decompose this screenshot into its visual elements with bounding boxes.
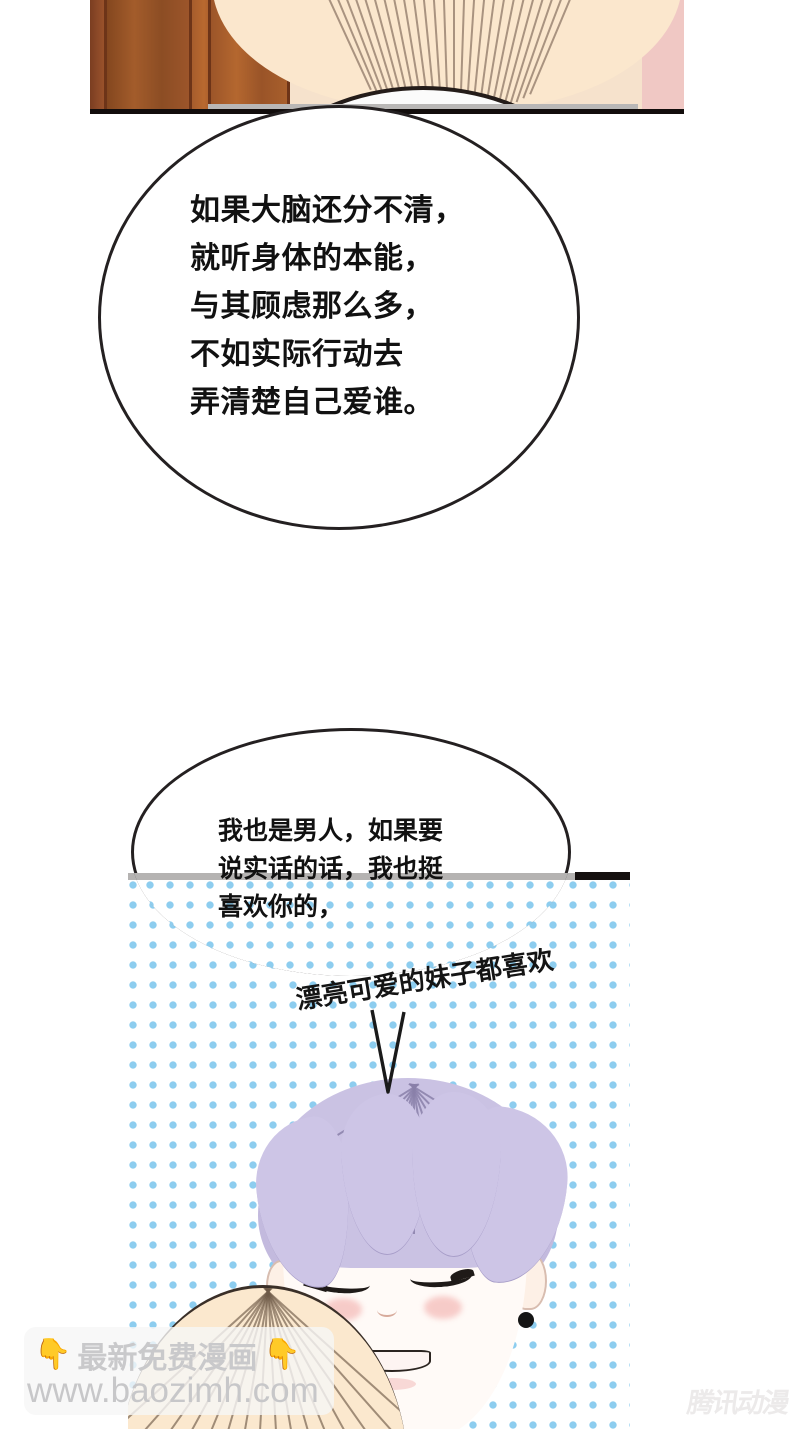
nose	[377, 1303, 397, 1317]
earring-right	[518, 1312, 534, 1328]
hair-strand	[529, 0, 659, 95]
speech-tail-icon	[370, 1009, 406, 1094]
panel-top	[90, 0, 684, 114]
watermark-tagline-row: 👇 最新免费漫画 👇	[34, 1333, 301, 1377]
hair-strand	[453, 0, 455, 109]
hair-strand	[509, 0, 608, 106]
watermark-tagline: 最新免费漫画	[77, 1342, 258, 1375]
speech-bubble-round-text: 如果大脑还分不清， 就听身体的本能， 与其顾虑那么多， 不如实际行动去 弄清楚自…	[190, 194, 465, 419]
panel-top-dark-border	[575, 872, 630, 880]
hair-strand	[522, 0, 642, 99]
publisher-logo-watermark: 腾讯动漫	[685, 1388, 790, 1418]
pointing-down-hand-icon-left: 👇	[34, 1338, 72, 1371]
watermark-url: www.baozimh.com	[27, 1371, 319, 1410]
pointing-down-hand-icon-right: 👇	[263, 1338, 301, 1371]
gray-highlight-ledge	[208, 104, 638, 109]
speech-bubble-ellipse-text: 我也是男人，如果要 说实话的话，我也挺 喜欢你的，	[218, 817, 444, 921]
watermark-backdrop	[24, 1327, 334, 1415]
hair-front-layer	[249, 1078, 574, 1294]
speech-bubble-round	[98, 105, 580, 530]
blush-right	[424, 1296, 462, 1319]
